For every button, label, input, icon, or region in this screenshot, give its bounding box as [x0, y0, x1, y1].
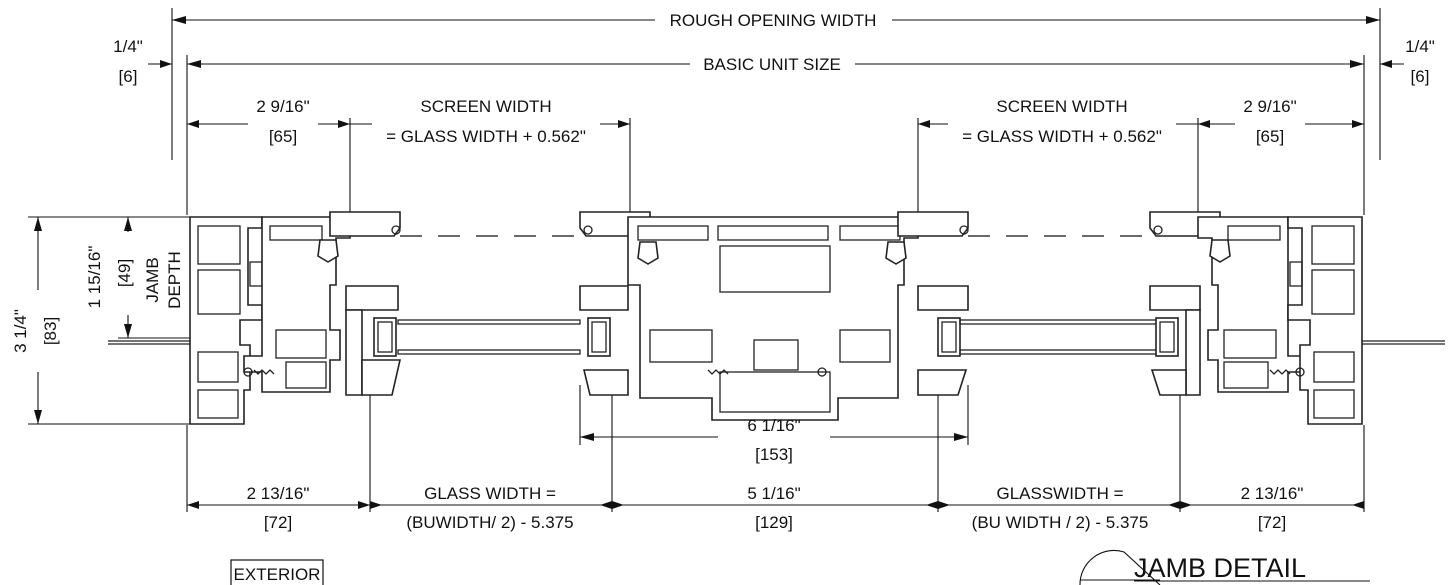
exterior-label-box: EXTERIOR [230, 559, 324, 585]
jamb-depth-mm-label: [49] [115, 259, 134, 287]
section-symbol-icon [1079, 549, 1161, 585]
center-5116-inch-label: 5 1/16" [747, 484, 800, 503]
center-6116-mm-label: [153] [755, 445, 793, 464]
overall-depth-inch-label: 3 1/4" [11, 309, 30, 353]
screen-width-right-line2: = GLASS WIDTH + 0.562" [962, 127, 1162, 146]
left-2916-mm-label: [65] [269, 127, 297, 146]
overall-depth-mm-label: [83] [41, 317, 60, 345]
screen-width-right-line1: SCREEN WIDTH [996, 97, 1127, 116]
right-gap-inch-label: 1/4" [1405, 37, 1435, 56]
center-6116-inch-label: 6 1/16" [747, 416, 800, 435]
rough-opening-width-label: ROUGH OPENING WIDTH [670, 11, 877, 30]
jamb-label-line2: DEPTH [165, 251, 184, 309]
bottom-left-mm-label: [72] [264, 513, 292, 532]
screen-width-left-line2: = GLASS WIDTH + 0.562" [386, 127, 586, 146]
jamb-depth-inch-label: 1 15/16" [85, 246, 104, 309]
dimension-labels: ROUGH OPENING WIDTH BASIC UNIT SIZE 1/4"… [11, 11, 1435, 532]
jamb-detail-title-text: JAMB DETAIL [1134, 553, 1306, 583]
jamb-profile-section [108, 211, 1445, 425]
glass-width-left-line1: GLASS WIDTH = [424, 484, 556, 503]
left-2916-inch-label: 2 9/16" [256, 97, 309, 116]
bottom-left-inch-label: 2 13/16" [247, 484, 310, 503]
glass-width-right-line1: GLASSWIDTH = [996, 484, 1123, 503]
center-5116-mm-label: [129] [755, 513, 793, 532]
dimension-lines [34, 16, 1404, 509]
basic-unit-size-label: BASIC UNIT SIZE [703, 55, 841, 74]
left-gap-mm-label: [6] [119, 67, 138, 86]
bottom-right-mm-label: [72] [1258, 513, 1286, 532]
exterior-label: EXTERIOR [234, 565, 321, 584]
glass-width-right-line2: (BU WIDTH / 2) - 5.375 [972, 513, 1149, 532]
screen-width-left-line1: SCREEN WIDTH [420, 97, 551, 116]
right-2916-inch-label: 2 9/16" [1243, 97, 1296, 116]
glass-width-left-line2: (BUWIDTH/ 2) - 5.375 [406, 513, 573, 532]
jamb-detail-title: JAMB DETAIL [1079, 549, 1370, 585]
extension-lines [28, 8, 1381, 512]
left-gap-inch-label: 1/4" [113, 37, 143, 56]
right-gap-mm-label: [6] [1411, 67, 1430, 86]
bottom-right-inch-label: 2 13/16" [1241, 484, 1304, 503]
right-2916-mm-label: [65] [1256, 127, 1284, 146]
jamb-label-line1: JAMB [143, 257, 162, 302]
